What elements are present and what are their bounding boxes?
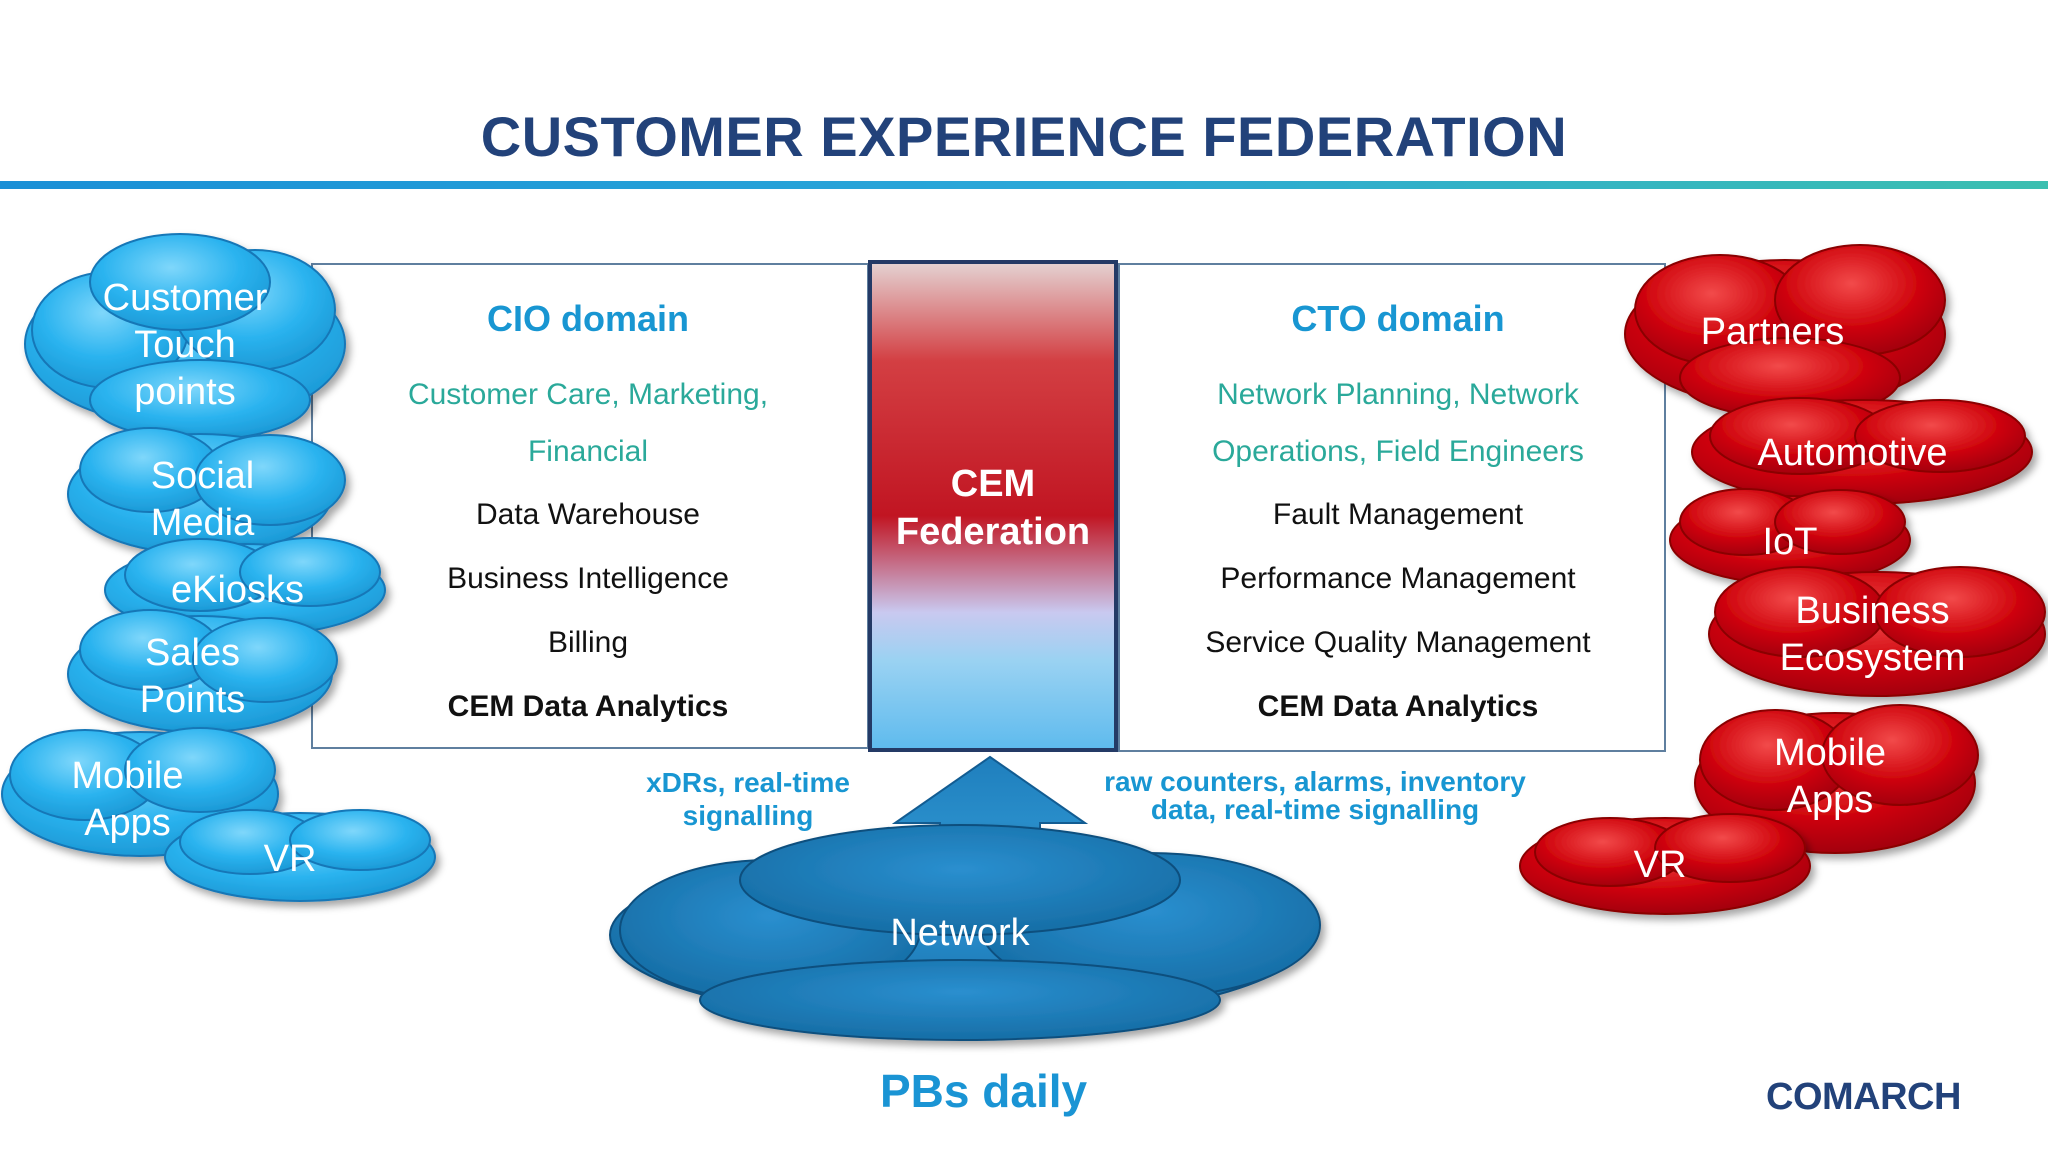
cem-federation-label: CEM Federation <box>868 460 1118 556</box>
cio-domain-content: CIO domain Customer Care, Marketing, Fin… <box>313 298 863 724</box>
cloud-automotive <box>1691 397 2033 505</box>
cloud-customer-touch-points <box>24 233 346 441</box>
cloud-sales-points <box>67 609 338 733</box>
cloud-label-automotive: Automotive <box>1720 428 1985 478</box>
cloud-vr-right <box>1519 813 1811 915</box>
cloud-label-iot: IoT <box>1730 517 1850 567</box>
cio-analytics: CEM Data Analytics <box>447 690 729 723</box>
cloud-text: VR <box>263 837 317 880</box>
cto-domain-content: CTO domain Network Planning, Network Ope… <box>1120 298 1676 724</box>
cio-item: Data Warehouse <box>475 498 700 531</box>
cto-domain-title: CTO domain <box>1291 298 1505 339</box>
cloud-text: Points <box>139 679 246 721</box>
cloud-social-media <box>67 427 346 555</box>
cloud-label-partners: Partners <box>1650 307 1895 357</box>
cloud-business-ecosystem <box>1708 566 2046 697</box>
flow-text: data, real-time signalling <box>1150 794 1480 825</box>
cto-domain-subtitle-2: Operations, Field Engineers <box>1212 435 1584 468</box>
cloud-label-social-media: Social Media <box>100 450 305 550</box>
cto-item: Performance Management <box>1220 562 1576 595</box>
cloud-vr-left <box>164 809 436 902</box>
cloud-label-customer-touch-points: Customer Touch points <box>60 270 310 420</box>
cio-domain-box <box>311 263 869 749</box>
flow-text: raw counters, alarms, inventory <box>1104 766 1526 797</box>
flow-label-left: xDRs, real-time signalling <box>628 766 868 832</box>
cloud-text: Automotive <box>1757 431 1948 474</box>
cio-item: Business Intelligence <box>447 562 729 595</box>
cloud-text: Customer <box>102 276 268 319</box>
cloud-text: eKiosks <box>170 568 305 611</box>
cloud-text: Mobile <box>71 755 184 797</box>
cem-federation-block <box>868 260 1118 752</box>
cio-item: Billing <box>547 626 629 659</box>
cloud-text: Ecosystem <box>1779 637 1966 679</box>
cloud-partners <box>1624 244 1946 419</box>
cto-domain-subtitle-1: Network Planning, Network <box>1217 378 1579 411</box>
cloud-text: VR <box>1633 843 1687 886</box>
flow-text: signalling <box>682 800 814 831</box>
cloud-text: Business <box>1795 590 1950 632</box>
title-divider <box>0 181 2048 189</box>
cto-analytics: CEM Data Analytics <box>1257 690 1539 723</box>
cloud-label-sales-points: Sales Points <box>95 627 290 727</box>
comarch-logo: COMARCH <box>1766 1076 1961 1118</box>
network-label: Network <box>890 912 1030 954</box>
cloud-label-mobile-apps-right: Mobile Apps <box>1730 727 1930 827</box>
cloud-network <box>609 824 1321 1041</box>
cloud-text: Apps <box>1786 779 1874 821</box>
cem-label-line2: Federation <box>895 511 1091 553</box>
flow-label-right: raw counters, alarms, inventory data, re… <box>1090 768 1540 824</box>
page-title: CUSTOMER EXPERIENCE FEDERATION <box>480 105 1568 168</box>
cio-domain-title: CIO domain <box>486 298 689 339</box>
cloud-text: Sales <box>144 632 241 674</box>
cto-domain-box <box>1118 263 1666 752</box>
cloud-label-mobile-apps-left: Mobile Apps <box>30 750 225 850</box>
cto-item: Fault Management <box>1272 498 1524 531</box>
cloud-label-business-ecosystem: Business Ecosystem <box>1740 585 2005 685</box>
cloud-text: Social <box>150 455 255 497</box>
cloud-text: Touch <box>134 323 236 366</box>
cloud-label-ekiosks: eKiosks <box>140 565 335 615</box>
cloud-text: Partners <box>1700 310 1845 353</box>
flow-text: xDRs, real-time <box>646 767 850 798</box>
cloud-text: Media <box>150 502 255 544</box>
cloud-text: Apps <box>84 802 171 844</box>
cem-label-line1: CEM <box>950 463 1036 505</box>
cto-item: Service Quality Management <box>1205 626 1591 659</box>
cloud-text: Mobile <box>1774 732 1886 774</box>
cloud-text: points <box>134 370 236 413</box>
cloud-text: IoT <box>1762 520 1818 563</box>
cloud-label-vr-right: VR <box>1610 840 1710 890</box>
pbs-daily-label: PBs daily <box>880 1065 1088 1117</box>
cloud-label-vr-left: VR <box>240 834 340 884</box>
cio-domain-subtitle-2: Financial <box>527 435 649 468</box>
cio-domain-subtitle-1: Customer Care, Marketing, <box>407 378 769 411</box>
